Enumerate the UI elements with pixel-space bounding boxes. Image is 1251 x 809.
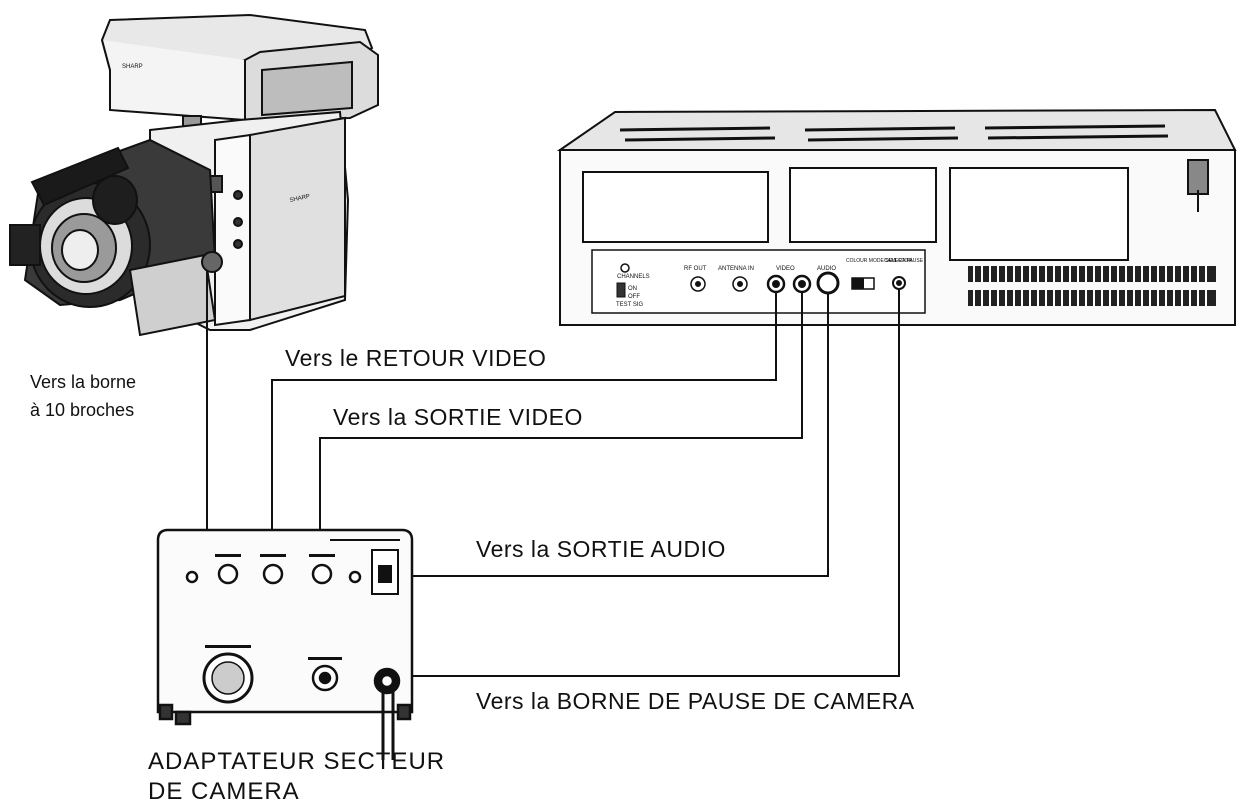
adapter-title-line1: ADAPTATEUR SECTEUR [148, 748, 446, 775]
cable-video-out [319, 292, 803, 530]
video-recorder: CHANNELS ON OFF TEST SIG RF OUT ANTENNA … [556, 108, 1237, 326]
audio-label: AUDIO [817, 266, 836, 272]
ten-pin-label-line1: Vers la borne [30, 372, 137, 392]
camera-brand-label: SHARP [122, 64, 143, 70]
off-label: OFF [628, 294, 640, 300]
cable-audio-out [412, 293, 829, 577]
video-return-label: Vers le RETOUR VIDEO [285, 345, 547, 371]
audio-jack [816, 271, 840, 295]
antenna-in-label: ANTENNA IN [718, 266, 754, 272]
video-camera: SHARP SHARP [9, 13, 379, 337]
camera-brand-side-label: SHARP [289, 194, 310, 204]
ten-pin-label-line2: à 10 broches [30, 400, 135, 420]
camera-pause-label-text: Vers la BORNE DE PAUSE DE CAMERA [476, 688, 915, 714]
cables [206, 270, 900, 677]
colour-mode-label: COLOUR MODE SELECTOR [846, 258, 912, 264]
cable-video-return [271, 292, 777, 530]
adapter-title-line2: DE CAMERA [148, 778, 300, 805]
cable-camera-pause [412, 289, 900, 677]
test-sig-label: TEST SIG [616, 302, 644, 308]
ac-adapter [156, 528, 414, 760]
on-label: ON [628, 286, 637, 292]
audio-out-label: Vers la SORTIE AUDIO [476, 536, 726, 562]
video-label: VIDEO [776, 266, 795, 272]
rf-out-label: RF OUT [684, 266, 707, 272]
channels-label: CHANNELS [617, 274, 650, 280]
camera-pause-label: CAMERA PAUSE [884, 258, 924, 264]
video-out-label: Vers la SORTIE VIDEO [333, 404, 583, 430]
